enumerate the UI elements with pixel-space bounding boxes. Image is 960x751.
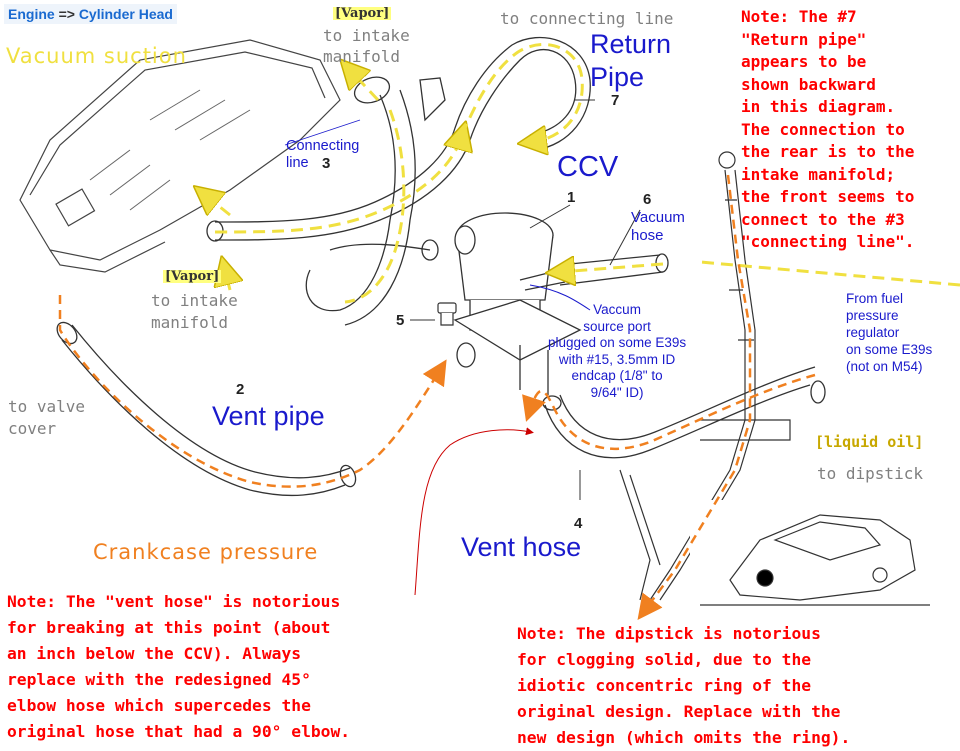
dipstick-drawing — [619, 151, 791, 601]
part-number-5: 5 — [396, 312, 405, 329]
to-dipstick-label: to dipstick — [817, 464, 923, 483]
pressure-flow-arrows — [58, 174, 816, 620]
to-intake-top-label: to intake manifold — [323, 26, 410, 66]
breadcrumb-engine[interactable]: Engine — [8, 6, 55, 22]
vacuum-flow-arrows — [205, 43, 960, 304]
vent-pipe-drawing — [56, 321, 357, 497]
connecting-line-pointer — [284, 119, 361, 146]
vent-hose-drawing — [519, 345, 826, 459]
part-number-2: 2 — [236, 381, 245, 398]
return-pipe-note: Note: The #7 "Return pipe" appears to be… — [741, 7, 915, 251]
part-number-1: 1 — [567, 189, 576, 206]
vent-hose-label: Vent hose — [461, 532, 582, 562]
vacuum-suction-label: Vacuum suction — [6, 44, 187, 68]
bolt-drawing — [437, 302, 457, 326]
part-number-6: 6 — [643, 191, 652, 208]
valve-cover-drawing — [19, 39, 341, 273]
vaccum-source-port-label: Vaccum source port plugged on some E39s … — [548, 302, 687, 400]
breadcrumb-cylinder-head[interactable]: Cylinder Head — [78, 6, 173, 22]
vacuum-hose-label: Vacuum hose — [631, 209, 685, 244]
vacuum-port-pointer — [529, 284, 591, 311]
return-pipe-label: Return Pipe — [590, 29, 672, 92]
vapor-left-label: [Vapor] — [163, 269, 222, 284]
part-number-3: 3 — [322, 155, 331, 172]
ccv-label: CCV — [557, 151, 619, 183]
breadcrumb-arrow: => — [58, 6, 75, 22]
dipstick-note: Note: The dipstick is notorious for clog… — [517, 624, 851, 747]
car-thumbnail — [690, 500, 930, 610]
ccv-drawing — [453, 212, 582, 368]
to-connecting-line-label: to connecting line — [500, 9, 674, 28]
vent-hose-note: Note: The "vent hose" is notorious for b… — [7, 592, 351, 741]
from-fuel-label: From fuel pressure regulator on some E39… — [846, 291, 933, 374]
vapor-top-label: [Vapor] — [333, 6, 392, 21]
liquid-oil-label: [liquid oil] — [815, 433, 924, 451]
vent-hose-pointer — [414, 427, 534, 596]
to-valve-cover-label: to valve cover — [8, 397, 86, 438]
breadcrumb: Engine => Cylinder Head — [4, 4, 177, 24]
to-intake-left-label: to intake manifold — [151, 291, 238, 332]
vent-pipe-label: Vent pipe — [212, 401, 325, 431]
part-number-7: 7 — [611, 92, 620, 109]
connecting-line-label: Connecting line — [286, 138, 360, 171]
crankcase-pressure-label: Crankcase pressure — [93, 540, 319, 564]
vacuum-hose-drawing — [559, 253, 669, 286]
part-number-4: 4 — [574, 515, 583, 532]
return-pipe-drawing — [206, 36, 591, 326]
